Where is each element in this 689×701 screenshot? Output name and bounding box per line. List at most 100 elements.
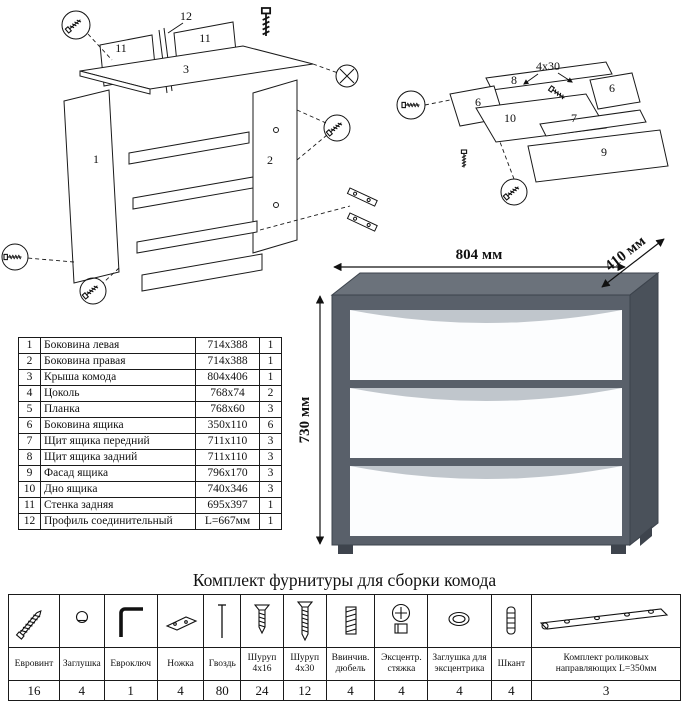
- cap-icon: [75, 610, 88, 624]
- hardware-name: Шуруп 4х16: [240, 647, 284, 681]
- hardware-qty: 4: [156, 680, 205, 701]
- part-name: Цоколь: [40, 385, 196, 402]
- part-size: 695х397: [195, 497, 260, 514]
- hardware-qty: 4: [374, 680, 429, 701]
- part-name: Боковина ящика: [40, 417, 196, 434]
- hardware-icon-cell: [325, 594, 376, 648]
- hex-key-icon: [118, 607, 143, 637]
- part-size: 711х110: [195, 433, 260, 450]
- part-name: Стенка задняя: [40, 497, 196, 514]
- hardware-qty: 4: [490, 680, 533, 701]
- screw-icon: [325, 120, 344, 137]
- drawer-slides-icon: [539, 608, 669, 630]
- part-size: 350х110: [195, 417, 260, 434]
- leader-lines: [424, 99, 515, 180]
- cam-hole: [273, 202, 279, 208]
- hardware-qty-row: 16 4 1 4 80 24 12 4 4 4 4 3: [8, 680, 681, 701]
- confirmat-icon: [64, 17, 83, 34]
- hardware-qty: 80: [203, 680, 242, 701]
- part-size: 768х60: [195, 401, 260, 418]
- part-number: 6: [18, 417, 41, 434]
- hardware-name: Ввинчив. дюбель: [325, 647, 376, 681]
- part-name: Боковина правая: [40, 353, 196, 370]
- part-size: 711х110: [195, 449, 260, 466]
- leader-lines: [26, 33, 351, 284]
- plinth-shape: [141, 253, 263, 292]
- part-label-3: 3: [183, 62, 189, 76]
- dimension-arrows: [315, 238, 665, 545]
- dresser-foot: [640, 526, 652, 546]
- part-qty: 6: [259, 417, 282, 434]
- hardware-names-row: Евровинт Заглушка Евроключ Ножка Гвоздь …: [8, 647, 681, 681]
- part-number: 8: [18, 449, 41, 466]
- part-name: Профиль соединительный: [40, 513, 196, 530]
- dresser-foot: [338, 545, 353, 554]
- hardware-icons-row: [8, 594, 681, 648]
- part-qty: 3: [259, 465, 282, 482]
- dresser-side-face: [629, 271, 659, 547]
- hardware-name: Комплект роликовых направляющих L=350мм: [531, 647, 681, 681]
- drawer-front-shape: [539, 109, 647, 137]
- part-size: 740х346: [195, 481, 260, 498]
- part-size: 804х406: [195, 369, 260, 386]
- hardware-icon-cell: [427, 594, 492, 648]
- top-panel-edge: [79, 70, 151, 95]
- part-number: 9: [18, 465, 41, 482]
- hardware-qty: 24: [240, 680, 284, 701]
- part-number: 5: [18, 401, 41, 418]
- screw-size-note: 4х30: [536, 59, 560, 73]
- hardware-kit-title: Комплект фурнитуры для сборки комода: [192, 570, 497, 590]
- hardware-icon-cell: [58, 594, 105, 648]
- hardware-icon-cell: [282, 594, 327, 648]
- threaded-dowel-icon: [344, 606, 357, 635]
- dresser-top-face: [330, 272, 660, 296]
- exploded-parts: [63, 21, 314, 292]
- assembled-dresser-figure: 804 мм 410 мм 730 мм: [297, 233, 665, 554]
- dresser-foot: [611, 545, 626, 554]
- height-dimension: 730 мм: [297, 397, 313, 444]
- hardware-table: Евровинт Заглушка Евроключ Ножка Гвоздь …: [8, 594, 681, 701]
- part-qty: 3: [259, 401, 282, 418]
- drawer-handle-groove: [350, 388, 622, 401]
- part-name: Щит ящика передний: [40, 433, 196, 450]
- hardware-name: Гвоздь: [203, 647, 242, 681]
- hardware-name: Заглушка для эксцентрика: [427, 647, 492, 681]
- part-number: 10: [18, 481, 41, 498]
- part-number: 11: [18, 497, 41, 514]
- part-qty: 1: [259, 369, 282, 386]
- hardware-name: Заглушка: [58, 647, 105, 681]
- exploded-diagram-drawer: 8 6 6 10 7 9 4х30: [396, 59, 669, 206]
- cam-lock-icon: [392, 603, 411, 634]
- part-label-11: 11: [115, 41, 127, 55]
- confirmat-icon: [81, 283, 100, 300]
- drawer-facade-shape: [527, 129, 669, 183]
- drawer-side-right-shape: [589, 72, 641, 110]
- part-name: Боковина левая: [40, 337, 196, 354]
- hardware-qty: 4: [58, 680, 105, 701]
- part-label-6: 6: [475, 95, 481, 109]
- hardware-name: Шкант: [490, 647, 533, 681]
- wood-dowel-icon: [506, 606, 516, 635]
- exploded-parts: [449, 61, 669, 183]
- part-size: 714х388: [195, 353, 260, 370]
- hardware-icon-cell: [156, 594, 205, 648]
- hardware-qty: 3: [531, 680, 681, 701]
- screw-icon: [260, 7, 272, 37]
- part-qty: 2: [259, 385, 282, 402]
- nail-icon: [218, 604, 227, 638]
- part-number: 12: [18, 513, 41, 530]
- phillips-cross-icon: [339, 68, 355, 84]
- part-label-8: 8: [511, 73, 517, 87]
- part-qty: 1: [259, 497, 282, 514]
- part-number: 2: [18, 353, 41, 370]
